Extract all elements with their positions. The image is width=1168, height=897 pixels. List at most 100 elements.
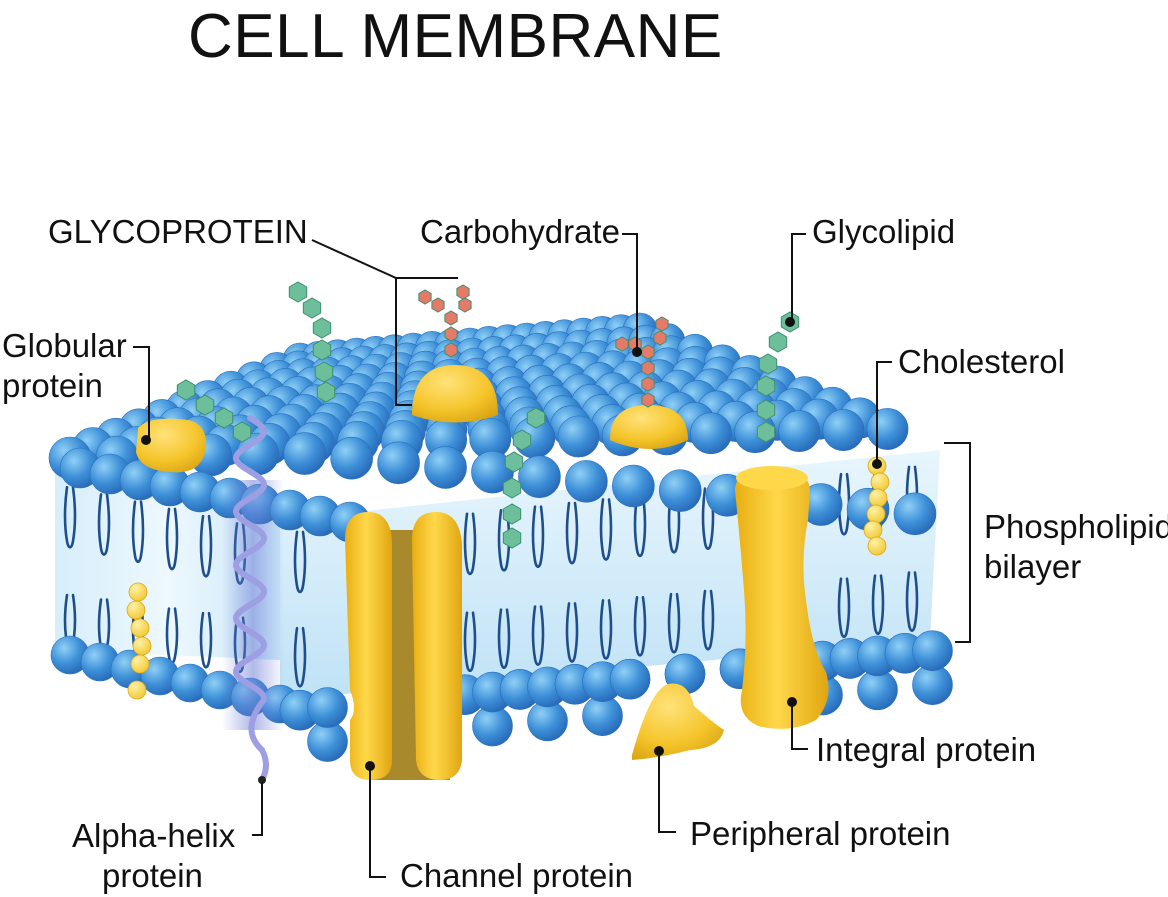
lipid-tail — [842, 577, 851, 639]
phospholipid-head — [424, 446, 467, 489]
sugar-hexagon — [756, 421, 776, 443]
lipid-tail — [638, 595, 647, 657]
sugar-hexagon — [314, 361, 334, 383]
phospholipid-head — [283, 432, 327, 475]
lipid-tail — [170, 507, 179, 571]
lipid-tail — [468, 512, 477, 576]
phospholipid-head — [690, 412, 732, 455]
cholesterol-ring — [126, 600, 146, 620]
sugar-hexagon — [444, 342, 458, 358]
alpha-helix-protein — [232, 415, 269, 783]
sugar-hexagon — [653, 330, 667, 346]
leader-integral — [791, 702, 808, 750]
phospholipid-head — [609, 658, 651, 700]
sugar-hexagon — [431, 297, 445, 313]
phospholipid-head — [658, 469, 702, 512]
label-carbohydrate: Carbohydrate — [420, 213, 620, 250]
leader-globular — [133, 346, 150, 438]
leader-carbohydrate — [622, 233, 638, 350]
phospholipid-head — [330, 436, 373, 480]
label-channel: Channel protein — [400, 857, 633, 894]
sugar-hexagon — [758, 353, 778, 375]
sugar-hexagon — [641, 392, 655, 408]
cholesterol-ring — [868, 488, 888, 508]
label-globular-line1: Globular — [2, 327, 127, 364]
cholesterol-ring — [127, 680, 147, 700]
cholesterol-chain-left — [126, 582, 152, 700]
lipid-tail — [638, 494, 647, 558]
cholesterol-ring — [130, 654, 150, 674]
sugar-hexagon — [641, 376, 655, 392]
phospholipid-head — [565, 460, 608, 503]
sugar-hexagon — [418, 289, 432, 305]
lipid-tail — [536, 505, 545, 568]
lipid-tails-right — [293, 465, 919, 688]
glycoprotein-dome-right — [610, 405, 688, 449]
phospholipid-head — [866, 408, 909, 450]
leader-glycolipid — [791, 233, 806, 322]
phospholipid-head — [518, 455, 561, 499]
sugar-hexagon — [195, 394, 215, 416]
lipid-tail — [536, 605, 545, 666]
sugar-hexagon — [458, 297, 472, 313]
leader-alpha — [252, 782, 263, 836]
leader-glycoprotein — [311, 239, 458, 406]
cholesterol-ring — [867, 536, 887, 556]
sugar-hexagon — [176, 379, 196, 401]
sugar-hexagon — [444, 310, 458, 326]
label-alpha-line2: protein — [102, 857, 203, 894]
phospholipid-head — [912, 630, 953, 672]
alpha-helix-end-dot — [258, 776, 266, 784]
page-title: CELL MEMBRANE — [188, 2, 723, 71]
sugar-hexagon — [526, 407, 546, 429]
sugar-hexagon — [768, 331, 788, 353]
phospholipid-head — [307, 687, 348, 728]
phospholipid-head — [822, 409, 865, 451]
channel-protein — [345, 512, 462, 780]
lipid-tail — [468, 611, 477, 673]
peripheral-protein — [632, 683, 724, 760]
lipid-tail — [672, 592, 681, 654]
phospholipid-head — [377, 441, 420, 485]
leader-cholesterol — [876, 361, 892, 462]
sugar-hexagon — [214, 407, 234, 429]
carbohydrate-chains — [176, 281, 800, 549]
glycoprotein-dome-left — [412, 365, 498, 423]
label-globular-line2: protein — [2, 367, 103, 404]
lipid-tail — [204, 611, 213, 669]
sugar-hexagon — [756, 399, 776, 421]
cholesterol-ring — [128, 582, 148, 602]
cholesterol-ring — [863, 520, 883, 540]
lipid-tail — [842, 472, 851, 536]
sugar-hexagon — [641, 360, 655, 376]
lipid-tail — [502, 608, 511, 669]
phospholipid-head — [612, 464, 655, 508]
sugar-hexagon — [756, 375, 776, 397]
leader-dots — [141, 317, 882, 771]
bilayer-bracket — [944, 442, 971, 643]
cholesterol-ring — [870, 472, 890, 492]
leader-channel — [369, 766, 386, 878]
cholesterol-ring — [866, 504, 886, 524]
sugar-hexagon — [232, 421, 252, 443]
integral-protein-top — [736, 466, 808, 490]
phospholipid-head — [778, 410, 821, 453]
sugar-hexagon — [456, 284, 470, 300]
leader-lines — [133, 233, 892, 878]
lipid-tail — [136, 500, 145, 564]
sugar-hexagon — [641, 344, 655, 360]
lipid-tail — [570, 602, 579, 663]
label-phospholipid-line1: Phospholipid — [984, 508, 1168, 545]
cholesterol-ring — [130, 618, 150, 638]
phospholipid-head — [893, 492, 937, 536]
lipid-tail — [910, 571, 919, 632]
sugar-hexagon — [288, 281, 308, 303]
lipid-tail — [570, 501, 579, 565]
lipid-tail — [604, 498, 613, 561]
lipid-tail — [604, 599, 613, 660]
sugar-hexagon — [312, 339, 332, 361]
leader-peripheral — [658, 751, 676, 833]
label-glycoprotein: GLYCOPROTEIN — [48, 213, 308, 250]
cholesterol-ring — [132, 636, 152, 656]
